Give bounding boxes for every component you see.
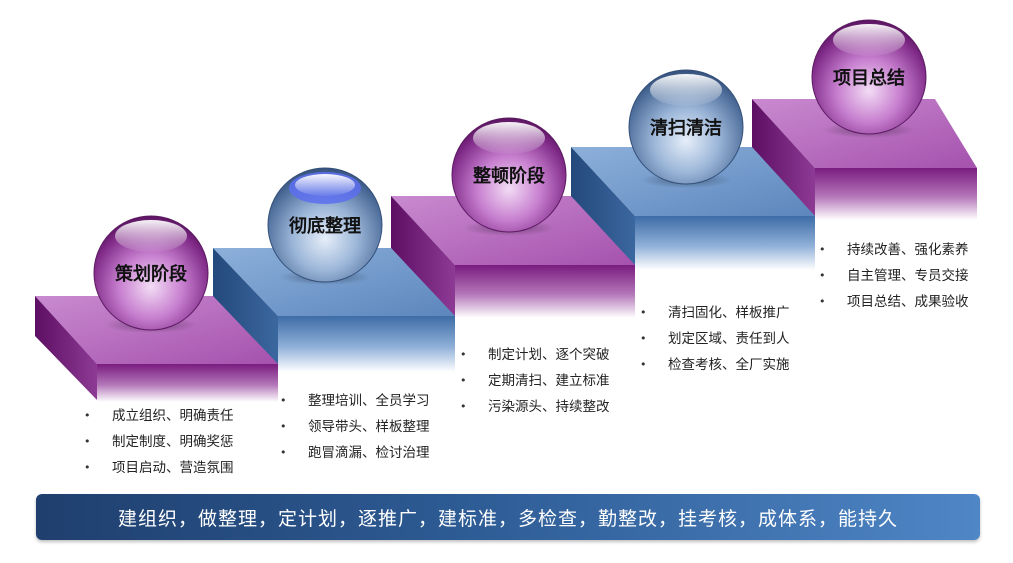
list-item: 制定制度、明确奖惩 <box>84 429 234 455</box>
sphere-5: 项目总结 <box>811 19 927 138</box>
stage-4-list: 清扫固化、样板推广 划定区域、责任到人 检查考核、全厂实施 <box>640 300 790 378</box>
stage-3-title: 整顿阶段 <box>472 165 546 187</box>
sphere-3: 整顿阶段 <box>451 117 567 236</box>
list-item: 制定计划、逐个突破 <box>460 342 610 368</box>
list-item: 成立组织、明确责任 <box>84 403 234 429</box>
stage-5-title: 项目总结 <box>833 67 905 89</box>
list-item: 检查考核、全厂实施 <box>640 352 790 378</box>
list-item: 项目启动、营造氛围 <box>84 455 234 481</box>
summary-text: 建组织，做整理，定计划，逐推广，建标准，多检查，勤整改，挂考核，成体系，能持久 <box>117 507 898 530</box>
stage-1-list: 成立组织、明确责任 制定制度、明确奖惩 项目启动、营造氛围 <box>84 403 234 481</box>
stage-5-list: 持续改善、强化素养 自主管理、专员交接 项目总结、成果验收 <box>819 237 969 315</box>
summary-banner: 建组织，做整理，定计划，逐推广，建标准，多检查，勤整改，挂考核，成体系，能持久 <box>36 494 980 540</box>
stage-2-list: 整理培训、全员学习 领导带头、样板整理 跑冒滴漏、检讨治理 <box>280 388 430 466</box>
list-item: 自主管理、专员交接 <box>819 263 969 289</box>
list-item: 划定区域、责任到人 <box>640 326 790 352</box>
list-item: 跑冒滴漏、检讨治理 <box>280 440 430 466</box>
stage-2-title: 彻底整理 <box>288 215 361 237</box>
sphere-4: 清扫清洁 <box>628 69 744 188</box>
list-item: 整理培训、全员学习 <box>280 388 430 414</box>
stage-1-title: 策划阶段 <box>115 263 188 285</box>
list-item: 清扫固化、样板推广 <box>640 300 790 326</box>
stage-4-title: 清扫清洁 <box>650 117 722 139</box>
stage-3-list: 制定计划、逐个突破 定期清扫、建立标准 污染源头、持续整改 <box>460 342 610 420</box>
sphere-2: 彻底整理 <box>267 167 383 285</box>
list-item: 领导带头、样板整理 <box>280 414 430 440</box>
list-item: 定期清扫、建立标准 <box>460 368 610 394</box>
list-item: 持续改善、强化素养 <box>819 237 969 263</box>
sphere-1: 策划阶段 <box>93 215 209 333</box>
list-item: 项目总结、成果验收 <box>819 289 969 315</box>
list-item: 污染源头、持续整改 <box>460 394 610 420</box>
